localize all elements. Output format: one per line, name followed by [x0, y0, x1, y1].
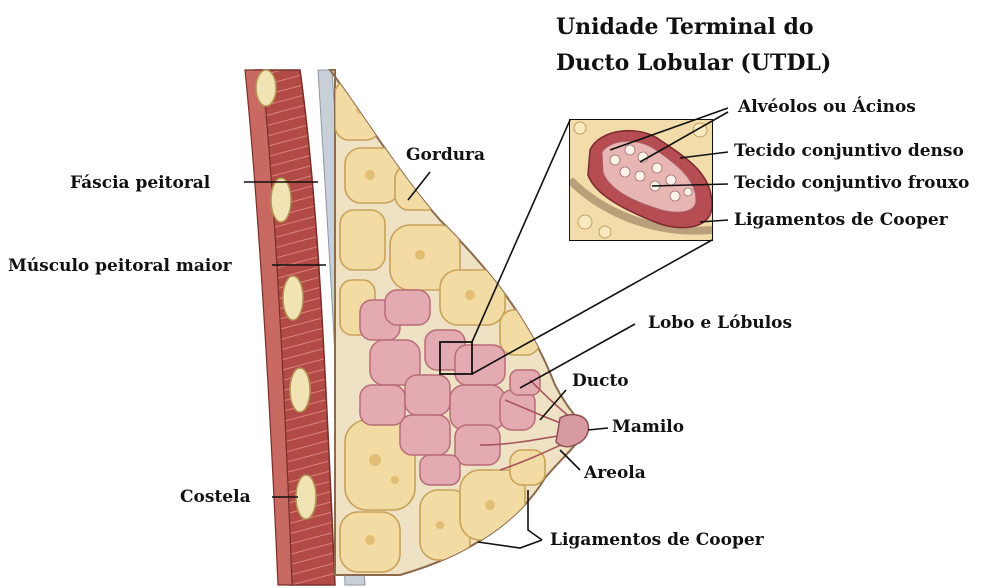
label-ducto: Ducto	[572, 371, 629, 391]
label-costela: Costela	[180, 487, 251, 507]
title-block: Unidade Terminal do Ducto Lobular (UTDL)	[556, 14, 831, 76]
label-alveolos: Alvéolos ou Ácinos	[737, 96, 916, 117]
rib-1	[256, 70, 276, 106]
label-gordura: Gordura	[406, 145, 485, 165]
title-line-2: Ducto Lobular (UTDL)	[556, 50, 831, 76]
nipple	[556, 415, 588, 447]
label-cooper-inset: Ligamentos de Cooper	[734, 210, 949, 230]
label-fascia: Fáscia peitoral	[70, 173, 211, 193]
label-cooper-bottom: Ligamentos de Cooper	[550, 530, 765, 550]
rib-3	[283, 276, 303, 320]
rib-5	[296, 475, 316, 519]
label-musculo: Músculo peitoral maior	[8, 256, 233, 276]
label-lobo: Lobo e Lóbulos	[648, 313, 792, 333]
label-tecido-denso: Tecido conjuntivo denso	[734, 141, 964, 161]
label-mamilo: Mamilo	[612, 417, 684, 437]
rib-4	[290, 368, 310, 412]
rib-2	[271, 178, 291, 222]
label-tecido-frouxo: Tecido conjuntivo frouxo	[734, 173, 969, 193]
title-line-1: Unidade Terminal do	[556, 14, 814, 40]
label-areola: Areola	[583, 463, 646, 483]
